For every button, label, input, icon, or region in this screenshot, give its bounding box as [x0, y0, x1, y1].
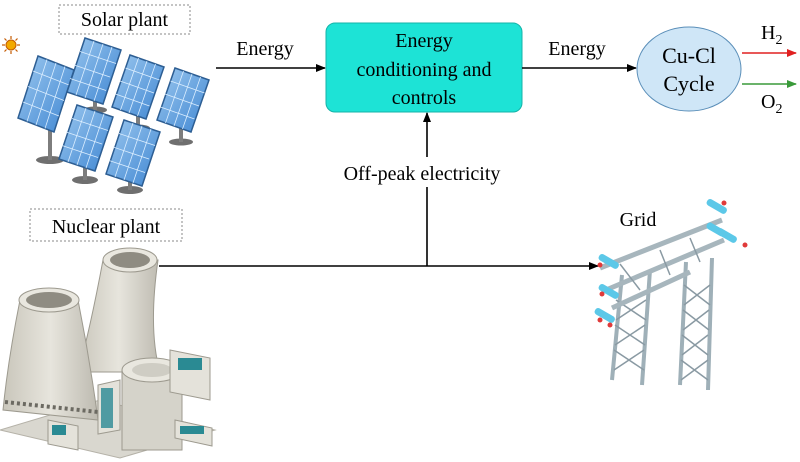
cooling-towers-icon [0, 247, 217, 459]
solar-plant-label: Solar plant [81, 9, 169, 31]
transmission-tower-icon [594, 199, 748, 391]
svg-text:O2: O2 [761, 91, 782, 117]
off-peak-label: Off-peak electricity [344, 163, 501, 185]
conditioning-line-3: controls [392, 87, 457, 109]
h2-output: H2 [742, 22, 797, 57]
energy-conditioning-box: Energy conditioning and controls [325, 22, 523, 113]
grid-label: Grid [620, 209, 657, 231]
solar-plant-label-box: Solar plant [58, 4, 191, 35]
conditioning-line-2: conditioning and [357, 59, 492, 81]
nuclear-plant-label: Nuclear plant [52, 216, 161, 238]
energy-label-left: Energy [236, 38, 293, 60]
o2-subscript: 2 [775, 102, 782, 117]
o2-output: O2 [742, 80, 797, 117]
h2-subscript: 2 [775, 33, 782, 48]
cycle-line-2: Cycle [663, 71, 714, 96]
h2-symbol: H [761, 22, 775, 44]
svg-text:H2: H2 [761, 22, 782, 48]
conditioning-line-1: Energy [395, 30, 452, 52]
cycle-line-1: Cu-Cl [662, 43, 716, 68]
solar-panels-icon [17, 37, 210, 194]
nuclear-plant-label-box: Nuclear plant [29, 208, 183, 242]
cu-cl-cycle-ellipse: Cu-Cl Cycle [636, 26, 742, 112]
o2-symbol: O [761, 91, 775, 113]
sun-icon [2, 36, 20, 54]
energy-label-right: Energy [548, 38, 605, 60]
